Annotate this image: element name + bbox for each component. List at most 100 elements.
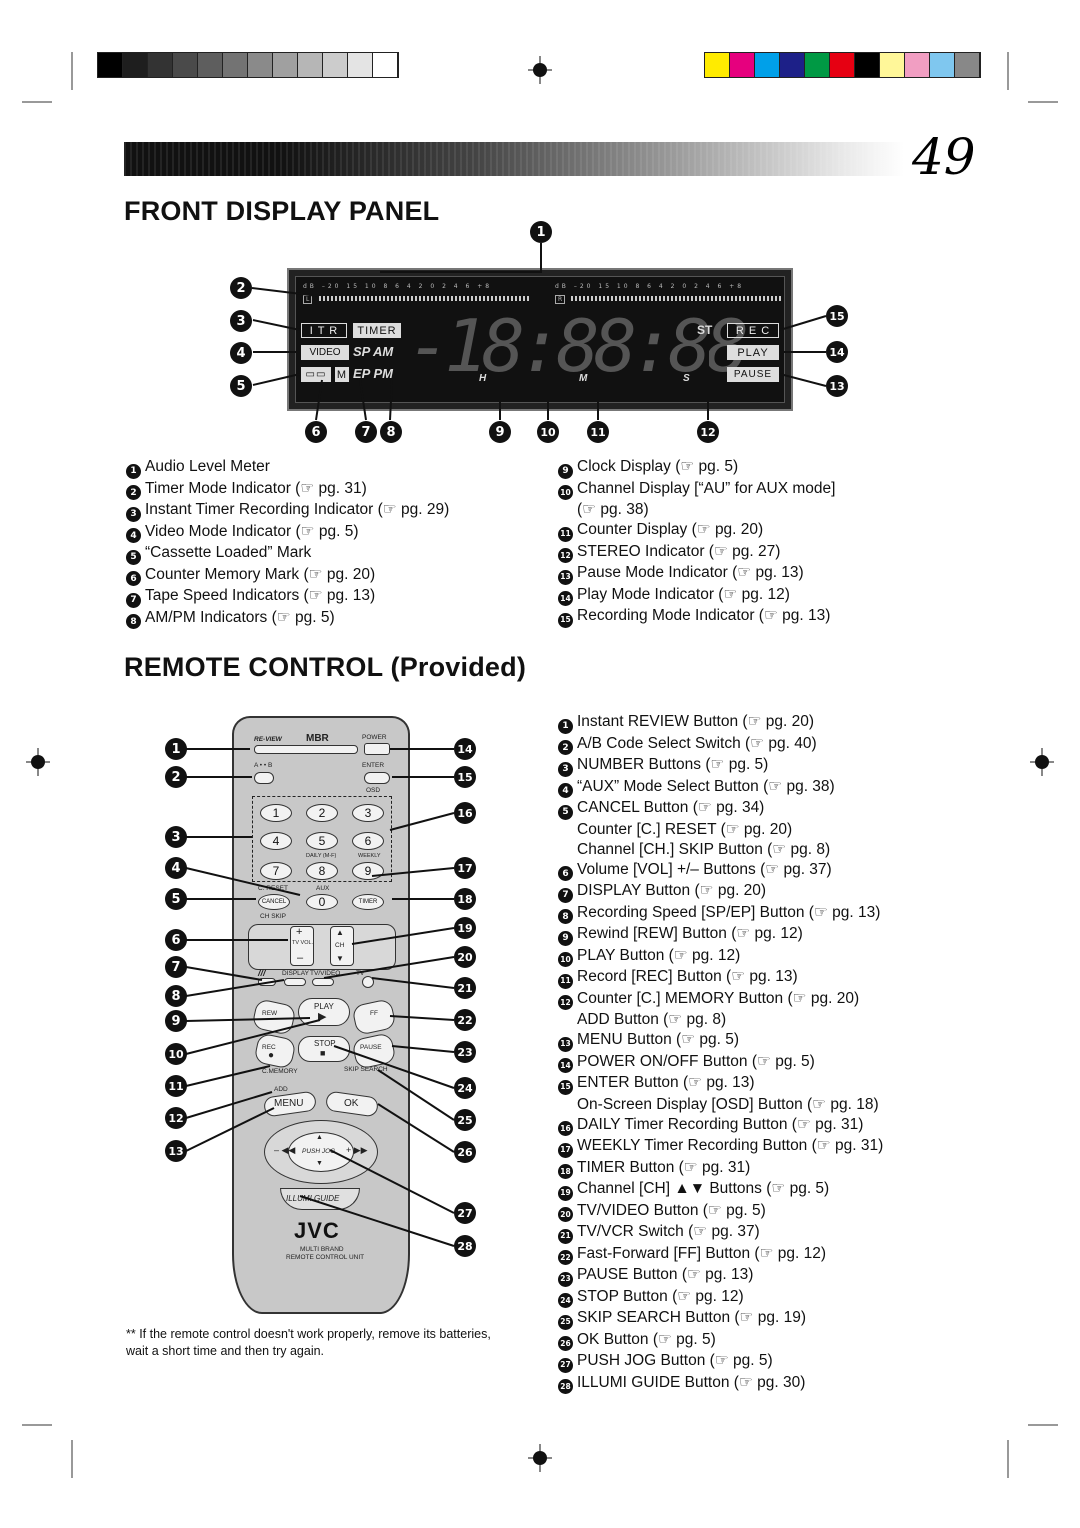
item-text: Tape Speed Indicators (☞ pg. 13) — [145, 587, 376, 604]
remote-callout-27: 27 — [454, 1202, 476, 1224]
item-number-badge: 8 — [126, 614, 141, 629]
play-button[interactable] — [298, 998, 350, 1026]
item-text: Recording Speed [SP/EP] Button (☞ pg. 13… — [577, 903, 881, 921]
power-button[interactable] — [364, 743, 390, 755]
callout-5: 5 — [230, 375, 252, 397]
meter-bar-left — [319, 296, 531, 301]
item-text: “Cassette Loaded” Mark — [145, 544, 312, 561]
item-number-badge: 18 — [558, 1164, 573, 1179]
color-swatch — [705, 53, 730, 77]
vol-plus-icon: + — [296, 926, 303, 938]
review-button[interactable] — [254, 745, 358, 754]
gray-swatch — [198, 53, 223, 77]
tv-vcr-switch[interactable] — [362, 976, 374, 988]
remote-title: REMOTE CONTROL (Provided) — [124, 652, 527, 682]
callout-9: 9 — [489, 421, 511, 443]
item-text: TV/VIDEO Button (☞ pg. 5) — [577, 1201, 766, 1219]
remote-callout-17: 17 — [454, 857, 476, 879]
remote-callout-4: 4 — [165, 857, 187, 879]
multibrand-label: MULTI BRAND — [300, 1246, 344, 1253]
cancel-button[interactable]: CANCEL — [258, 894, 290, 910]
channel-rocker[interactable] — [330, 926, 354, 966]
number-button-0[interactable]: 0 — [306, 894, 338, 910]
item-text: ADD Button (☞ pg. 8) — [577, 1011, 727, 1028]
push-jog-button[interactable] — [288, 1132, 354, 1172]
item-number-badge: 17 — [558, 1142, 573, 1158]
timer-button[interactable]: TIMER — [352, 894, 384, 910]
remote-callout-5: 5 — [165, 888, 187, 910]
item-number-badge: 13 — [558, 1036, 573, 1052]
tv-volume-rocker[interactable] — [290, 926, 314, 966]
ab-switch[interactable] — [254, 772, 274, 784]
ch-up-icon: ▲ — [336, 928, 344, 937]
callout-11: 11 — [587, 421, 609, 443]
callout-7: 7 — [355, 421, 377, 443]
rec-indicator: R E C — [727, 323, 779, 338]
tv-video-button[interactable] — [312, 978, 334, 986]
item-number-badge: 9 — [558, 930, 573, 946]
item-number-badge: 1 — [126, 463, 141, 479]
display-button[interactable] — [284, 978, 306, 986]
remote-callout-13: 13 — [165, 1140, 187, 1162]
number-button-3[interactable]: 3 — [352, 804, 384, 822]
rec-label: REC — [262, 1044, 276, 1051]
color-swatch — [955, 53, 980, 77]
counter-memory-mark: M — [335, 367, 349, 382]
remote-callout-1: 1 — [165, 738, 187, 760]
remote-callout-25: 25 — [454, 1109, 476, 1131]
push-jog-label: PUSH JOG — [302, 1148, 336, 1155]
remote-callout-9: 9 — [165, 1010, 187, 1032]
jvc-logo: JVC — [294, 1218, 340, 1243]
review-label: RE-VIEW — [254, 736, 282, 743]
remote-callout-24: 24 — [454, 1077, 476, 1099]
jog-down-icon: ▼ — [316, 1160, 323, 1167]
illumi-guide-label: ILLUMI GUIDE — [286, 1194, 340, 1203]
number-button-8[interactable]: 8 — [306, 862, 338, 880]
enter-button[interactable] — [364, 772, 390, 784]
number-button-4[interactable]: 4 — [260, 832, 292, 850]
gray-swatch — [223, 53, 248, 77]
item-text: OK Button (☞ pg. 5) — [577, 1330, 716, 1348]
item-text: TIMER Button (☞ pg. 31) — [577, 1158, 751, 1176]
tvvol-label: TV VOL. — [292, 940, 314, 946]
stop-label: STOP — [314, 1039, 336, 1048]
remote-callout-19: 19 — [454, 917, 476, 939]
number-button-7[interactable]: 7 — [260, 862, 292, 880]
item-text: Instant REVIEW Button (☞ pg. 20) — [577, 713, 815, 730]
front-display-panel: dB –20 15 10 8 6 4 2 0 2 4 6 +8 dB –20 1… — [287, 268, 793, 411]
remote-callout-2: 2 — [165, 766, 187, 788]
color-swatch — [905, 53, 930, 77]
remote-callout-28: 28 — [454, 1235, 476, 1257]
number-button-1[interactable]: 1 — [260, 804, 292, 822]
remote-callout-18: 18 — [454, 888, 476, 910]
number-button-5[interactable]: 5 — [306, 832, 338, 850]
item-number-badge: 7 — [126, 592, 141, 608]
number-button-6[interactable]: 6 — [352, 832, 384, 850]
item-text: Fast-Forward [FF] Button (☞ pg. 12) — [577, 1244, 827, 1262]
color-swatch — [780, 53, 805, 77]
number-button-2[interactable]: 2 — [306, 804, 338, 822]
stop-button[interactable] — [298, 1036, 350, 1062]
play-label: PLAY — [314, 1002, 334, 1011]
display-label: DISPLAY — [282, 970, 309, 977]
register-mark-icon — [26, 56, 1054, 1472]
ch-down-icon: ▼ — [336, 954, 344, 963]
ep-pm-indicator: EP PM — [353, 366, 393, 381]
item-number-badge: 19 — [558, 1185, 573, 1201]
header-gradient-bar — [124, 142, 904, 176]
list-item: (☞ pg. 38) — [558, 500, 835, 520]
item-text: TV/VCR Switch (☞ pg. 37) — [577, 1223, 760, 1240]
remote-callout-20: 20 — [454, 946, 476, 968]
